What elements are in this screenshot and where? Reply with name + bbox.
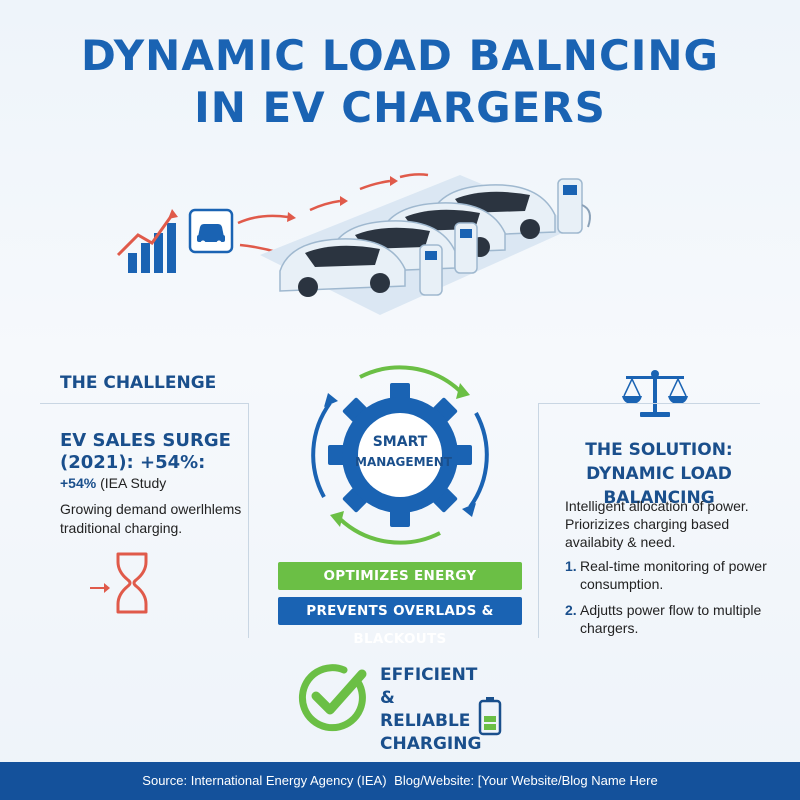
- solution-heading-line-2: DYNAMIC LOAD BALANCING: [586, 464, 732, 508]
- solution-divider: [538, 403, 760, 404]
- result-line-3: CHARGING: [380, 734, 482, 754]
- footer: Source: International Energy Agency (IEA…: [0, 762, 800, 800]
- title-line-1: DYNAMIC LOAD BALNCING: [80, 31, 720, 80]
- challenge-description: Growing demand owerlhlems traditional ch…: [60, 501, 242, 536]
- balance-scale-icon: [622, 370, 688, 417]
- page-title: DYNAMIC LOAD BALNCING IN EV CHARGERS: [0, 30, 800, 134]
- hourglass-icon: [90, 552, 148, 614]
- hero-illustration: [116, 173, 591, 315]
- title-line-2: IN EV CHARGERS: [194, 83, 606, 132]
- footer-blog: Blog/Website: [Your Website/Blog Name He…: [394, 773, 658, 788]
- list-item-number: 1.: [565, 558, 577, 574]
- challenge-heading: THE CHALLENGE: [60, 373, 217, 393]
- checkmark-icon: [298, 664, 367, 732]
- solution-heading-line-1: THE SOLUTION:: [585, 440, 733, 460]
- charging-station-icon: [419, 178, 591, 296]
- gear-icon: [311, 365, 489, 545]
- growth-chart-icon: [116, 209, 178, 273]
- car-icon: [188, 208, 234, 254]
- result-line-2: & RELIABLE: [380, 688, 471, 731]
- challenge-divider-vertical: [248, 403, 249, 638]
- footer-source: Source: International Energy Agency (IEA…: [142, 773, 387, 788]
- list-item-number: 2.: [565, 602, 577, 618]
- sales-surge-stat: EV SALES SURGE (2021): +54%:: [60, 430, 260, 474]
- gear-label-line-1: SMART: [372, 434, 428, 450]
- list-item: 2. Adjutts power flow to multiple charge…: [565, 601, 775, 637]
- gear-label: SMART MANAGEMENT: [355, 432, 452, 472]
- stat-source: +54% (IEA Study: [60, 475, 166, 491]
- result-text: EFFICIENT & RELIABLE CHARGING: [380, 664, 482, 756]
- benefit-optimizes-badge: OPTIMIZES ENERGY DISTRIBUTION: [278, 562, 522, 612]
- stat-value: +54%: [60, 475, 97, 491]
- list-item-text: Real-time monitoring of power consumptio…: [580, 558, 767, 592]
- list-item: 1. Real-time monitoring of power consump…: [565, 557, 775, 593]
- ev-car-icon: [279, 184, 556, 297]
- solution-heading: THE SOLUTION: DYNAMIC LOAD BALANCING: [548, 438, 770, 510]
- stat-source-text: (IEA Study: [100, 475, 167, 491]
- challenge-divider: [40, 403, 248, 404]
- list-item-text: Adjutts power flow to multiple chargers.: [580, 602, 762, 636]
- solution-description: Intelligent allocation of power. Prioriz…: [565, 498, 749, 550]
- stat-line-2: (2021): +54%:: [60, 452, 206, 473]
- result-line-1: EFFICIENT: [380, 665, 478, 685]
- solution-divider-vertical: [538, 403, 539, 638]
- gear-label-line-2: MANAGEMENT: [355, 455, 452, 469]
- benefit-prevents-badge: PREVENTS OVERLADS & BLACKOUTS: [278, 597, 522, 647]
- stat-line-1: EV SALES SURGE: [60, 430, 231, 451]
- battery-icon: [478, 697, 502, 736]
